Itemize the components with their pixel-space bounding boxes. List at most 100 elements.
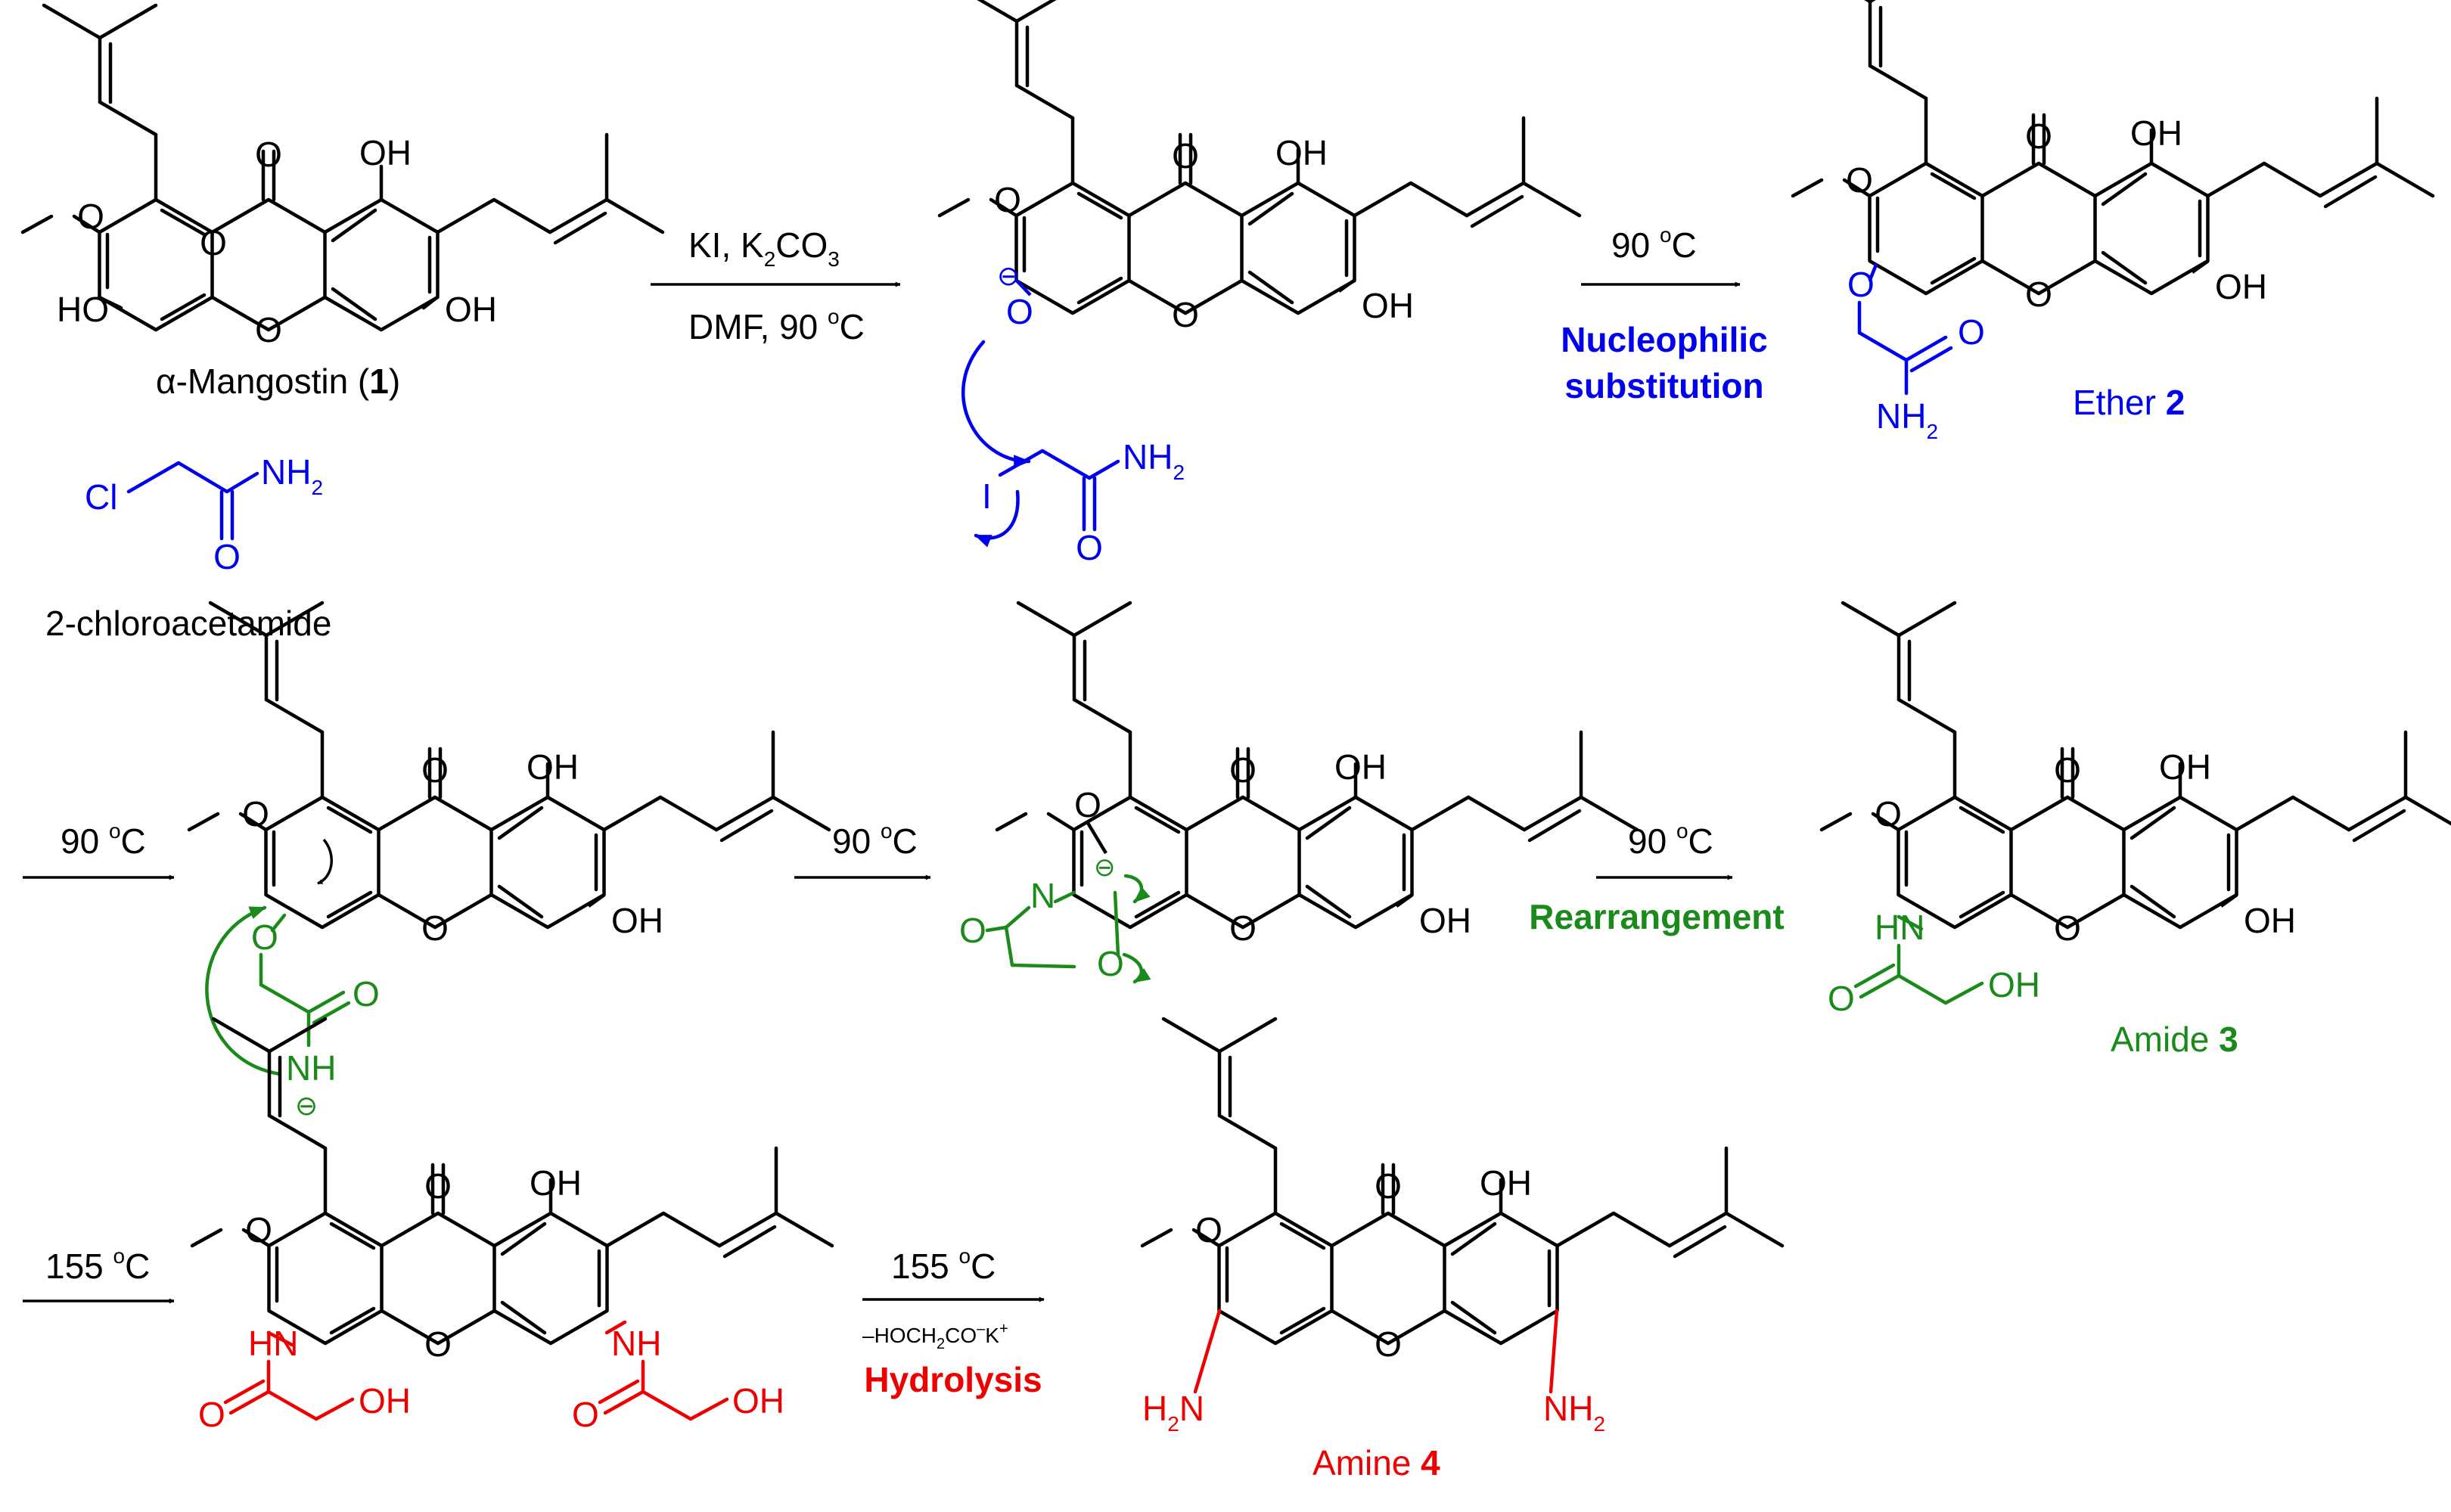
intermediate-a: O O OH O OH O O NH ⊖	[189, 603, 829, 1121]
label-part: KI, K	[688, 225, 764, 265]
label-part: K	[985, 1324, 999, 1347]
label-part: C	[893, 821, 918, 861]
atom-label: OH	[1275, 133, 1328, 172]
ring-o: O	[255, 310, 282, 349]
atom-label: O	[353, 974, 380, 1014]
i-atom: I	[982, 477, 992, 516]
step7-conditions-top: 155 oC	[891, 1244, 996, 1286]
atom-label: O	[424, 1324, 452, 1364]
label-part: NH	[261, 452, 311, 492]
label-part: o	[881, 819, 893, 843]
chloroacetamide-structure	[126, 461, 259, 541]
atom-label: OH	[732, 1381, 784, 1420]
atom-label: OH	[359, 1381, 411, 1420]
atom-label: NH	[611, 1324, 661, 1363]
atom-label: ⊖	[295, 1090, 318, 1121]
step7-label: Hydrolysis	[864, 1360, 1042, 1399]
label-part: DMF, 90	[688, 307, 828, 346]
step5-label: Rearrangement	[1529, 897, 1784, 936]
label-part: 155	[45, 1247, 113, 1286]
atom-label: O	[2054, 750, 2081, 790]
cl-atom: Cl	[85, 477, 117, 517]
label-part: 90	[832, 821, 881, 861]
ether-label: Ether 2	[2073, 383, 2185, 422]
label-part: CO	[775, 225, 828, 265]
atom-label: NH2	[1876, 396, 1938, 443]
atom-label: O	[1375, 1166, 1402, 1206]
carbonyl-o: O	[255, 135, 282, 174]
atom-label: O	[421, 908, 449, 948]
label-part: o	[959, 1244, 971, 1268]
label-part: Amide	[2111, 1020, 2219, 1059]
step5-conditions: 90 oC	[1628, 819, 1713, 861]
label-part: NH	[1123, 437, 1173, 477]
label-part: α-Mangostin (	[156, 362, 370, 401]
bis-amide-intermediate: O O OH O HN NH O OH O OH	[192, 1019, 832, 1434]
atom-label: O	[959, 911, 986, 950]
atom-label: O	[1172, 136, 1199, 175]
atom-label: OH	[527, 747, 579, 787]
label-part: o	[1676, 819, 1688, 843]
atom-label: OH	[1362, 286, 1414, 325]
phenoxide-intermediate: O O OH O OH O ⊖	[940, 0, 1580, 334]
atom-label: O	[2054, 908, 2081, 948]
amide-3-structure: O O OH O OH HN O OH	[1822, 603, 2451, 1018]
atom-label: N	[1030, 876, 1055, 915]
label-part: 3	[2219, 1020, 2238, 1059]
atom-label: O	[1097, 944, 1124, 983]
label-part: Amine	[1312, 1443, 1421, 1483]
label-part: 2	[311, 476, 323, 499]
label-part: 4	[1421, 1443, 1440, 1483]
atom-label: O	[198, 1395, 225, 1434]
label-part: C	[121, 821, 146, 861]
label-part: 2	[1167, 1412, 1179, 1436]
label-part: 1	[369, 362, 389, 401]
atom-label: O	[1875, 794, 1902, 834]
methoxy-o: O	[77, 197, 104, 236]
atom-label: O	[1076, 528, 1103, 567]
label-part: o	[1660, 223, 1672, 247]
atom-label: NH2	[1543, 1389, 1605, 1436]
atom-label: O	[242, 794, 269, 834]
oh-group: OH	[359, 133, 412, 172]
label-part: C	[125, 1247, 150, 1286]
atom-label: O	[1846, 160, 1873, 200]
mangostin-label: α-Mangostin (1)	[156, 362, 400, 401]
atom-label: O	[572, 1395, 599, 1434]
ho-group: HO	[57, 290, 109, 329]
oh-group: OH	[445, 290, 497, 329]
label-part: 2	[1593, 1412, 1605, 1436]
label-part: N	[1179, 1389, 1204, 1428]
step7-conditions-bottom: –HOCH2CO–K+	[862, 1321, 1008, 1352]
atom-label: NH	[286, 1048, 336, 1088]
phenoxide-o: O	[1006, 292, 1033, 331]
label-part: 90	[1628, 821, 1676, 861]
label-part: CO	[945, 1324, 977, 1347]
atom-label: O	[1375, 1324, 1402, 1364]
mangostin-structure: O O O OH O HO OH	[23, 5, 663, 349]
atom-label: O	[1847, 265, 1875, 304]
label-part: 2	[764, 247, 776, 271]
atom-label: O	[2025, 275, 2052, 314]
atom-label: OH	[611, 901, 663, 940]
atom-label: OH	[2215, 267, 2267, 306]
carbonyl-o: O	[213, 537, 241, 576]
label-part: 155	[891, 1247, 959, 1286]
label-part: 2	[2166, 383, 2185, 422]
atom-label: OH	[2159, 747, 2211, 787]
label-part: –HOCH	[862, 1324, 937, 1347]
atom-label: OH	[2130, 113, 2182, 153]
label-part: o	[113, 1244, 126, 1268]
atom-label: OH	[2244, 901, 2296, 940]
atom-label: O	[1172, 295, 1199, 334]
atom-label: OH	[1480, 1163, 1532, 1203]
label-part: o	[828, 305, 840, 328]
label-part: C	[971, 1247, 996, 1286]
step1-conditions-bottom: DMF, 90 oC	[688, 305, 865, 346]
atom-label: OH	[1988, 965, 2040, 1004]
amine-4-structure: O O OH O H2N NH2	[1142, 1019, 1782, 1436]
amine-label: Amine 4	[1312, 1443, 1440, 1483]
label-part: 2	[1926, 420, 1938, 443]
label-part: 2	[937, 1336, 945, 1352]
atom-label: O	[1828, 979, 1855, 1018]
